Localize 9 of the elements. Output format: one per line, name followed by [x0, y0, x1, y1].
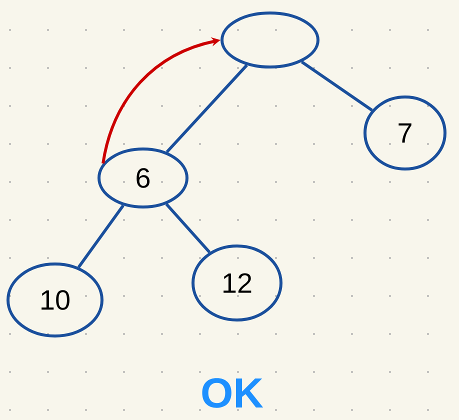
tree-edge [165, 203, 211, 254]
tree-node: 6 [98, 148, 188, 208]
tree-edge [77, 204, 124, 268]
tree-node: 10 [6, 262, 104, 338]
tree-edge [300, 60, 373, 112]
ok-label: OK [202, 378, 264, 408]
tree-node: 12 [192, 244, 282, 322]
tree-node: 7 [364, 96, 446, 170]
tree-node [220, 12, 320, 68]
